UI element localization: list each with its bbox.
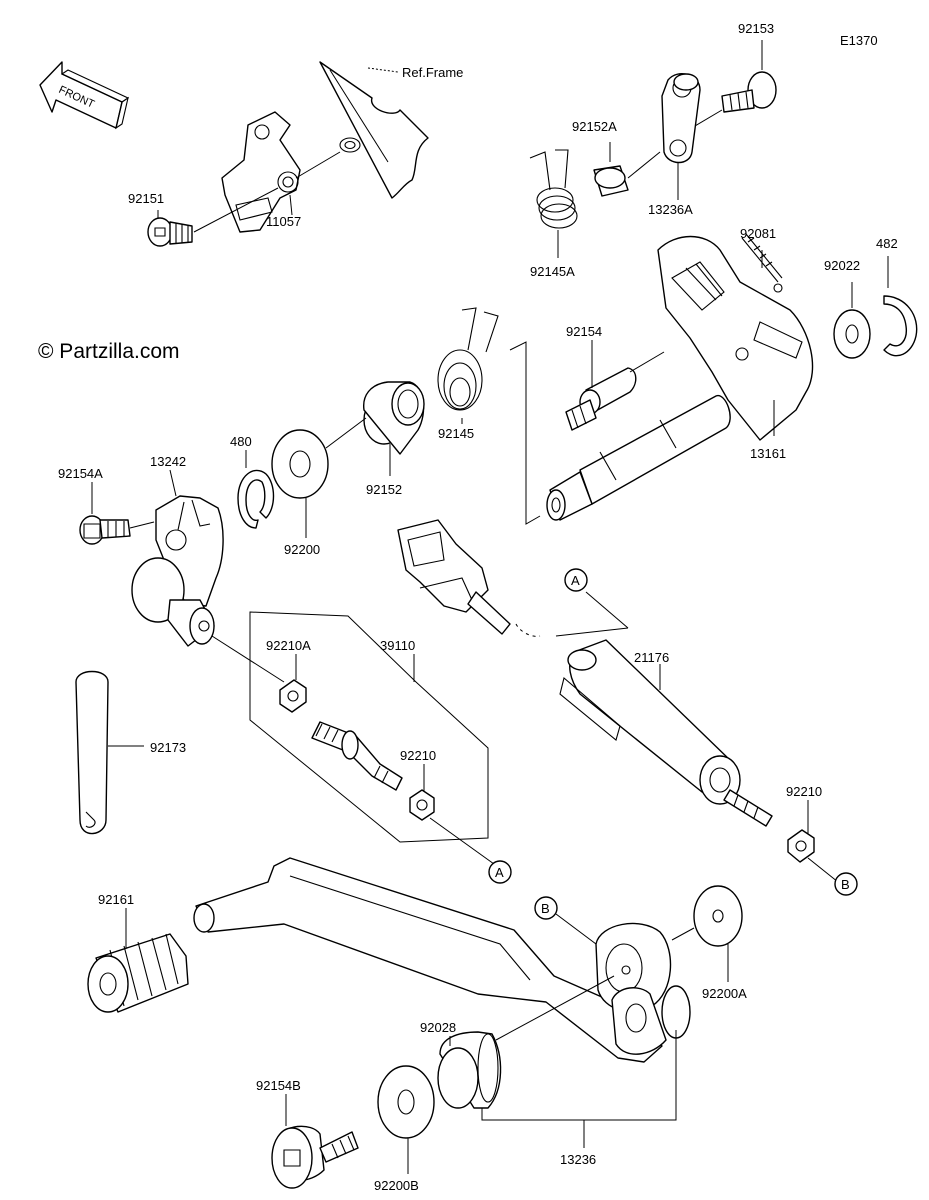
diagram-code: E1370 [840,33,878,48]
bolt-part-92151 [147,217,193,247]
nut-part-92210-1 [409,789,435,821]
circlip-part-480 [237,469,275,529]
label-92145A: 92145A [530,264,575,279]
label-482: 482 [876,236,898,251]
circlip-part-482 [883,295,918,357]
shift-shaft-part-13161 [546,235,814,521]
rubber-peg-part-92161 [87,933,189,1013]
label-92210-1: 92210 [400,748,436,763]
bracket-part-11057 [221,111,301,233]
bolt-part-92153 [721,71,777,113]
label-92154: 92154 [566,324,602,339]
front-arrow-icon: FRONT [39,61,130,130]
label-92151: 92151 [128,191,164,206]
sensor-part-21176 [397,519,773,827]
washer-part-92200 [271,429,329,499]
bushing-part-92152A [593,165,629,197]
label-13236A: 13236A [648,202,693,217]
label-92081: 92081 [740,226,776,241]
label-92152: 92152 [366,482,402,497]
label-92210A: 92210A [266,638,311,653]
svg-text:A: A [495,865,504,880]
marker-A-bottom: A [488,860,512,884]
label-92200B: 92200B [374,1178,419,1193]
label-21176: 21176 [634,650,669,665]
link-arm-part-13236A [661,72,701,164]
label-92028: 92028 [420,1020,456,1035]
label-11057: 11057 [266,214,301,229]
label-92153: 92153 [738,21,774,36]
label-92022: 92022 [824,258,860,273]
marker-A-top: A [564,568,588,592]
label-480: 480 [230,434,252,449]
label-39110: 39110 [380,638,415,653]
label-92200: 92200 [284,542,320,557]
ref-frame-part [319,61,429,199]
label-92152A: 92152A [572,119,617,134]
label-92161: 92161 [98,892,134,907]
label-92200A: 92200A [702,986,747,1001]
svg-text:B: B [541,901,550,916]
label-92154B: 92154B [256,1078,301,1093]
spring-part-92145A [529,149,578,229]
label-92173: 92173 [150,740,186,755]
rod-part-39110 [311,721,403,791]
label-13242: 13242 [150,454,186,469]
washer-part-92022 [833,309,871,359]
ball-joint-part [131,557,215,647]
nut-part-92210A [279,679,307,713]
bushing-part-92028 [437,1031,502,1109]
ref-frame-label: Ref.Frame [402,65,463,80]
watermark: © Partzilla.com [38,340,180,363]
marker-B-pedal: B [534,896,558,920]
spring-part-92145 [437,307,499,411]
label-92154A: 92154A [58,466,103,481]
bolt-part-92154B [271,1125,359,1189]
washer-part-92200A [693,885,743,947]
svg-text:B: B [841,877,850,892]
bushing-part-92152 [363,381,425,455]
nut-part-92210-2 [787,829,815,863]
spring-part-92081 [741,233,783,293]
label-13161: 13161 [750,446,786,461]
washer-part-92200B [377,1065,435,1139]
bolt-part-92154A [79,515,131,545]
label-92210-2: 92210 [786,784,822,799]
label-13236: 13236 [560,1152,596,1167]
label-92145: 92145 [438,426,474,441]
stud-part-92154 [565,367,637,431]
shift-pedal-part-13236 [193,857,691,1063]
strap-part-92173 [75,670,109,835]
svg-text:A: A [571,573,580,588]
marker-B-right: B [834,872,858,896]
